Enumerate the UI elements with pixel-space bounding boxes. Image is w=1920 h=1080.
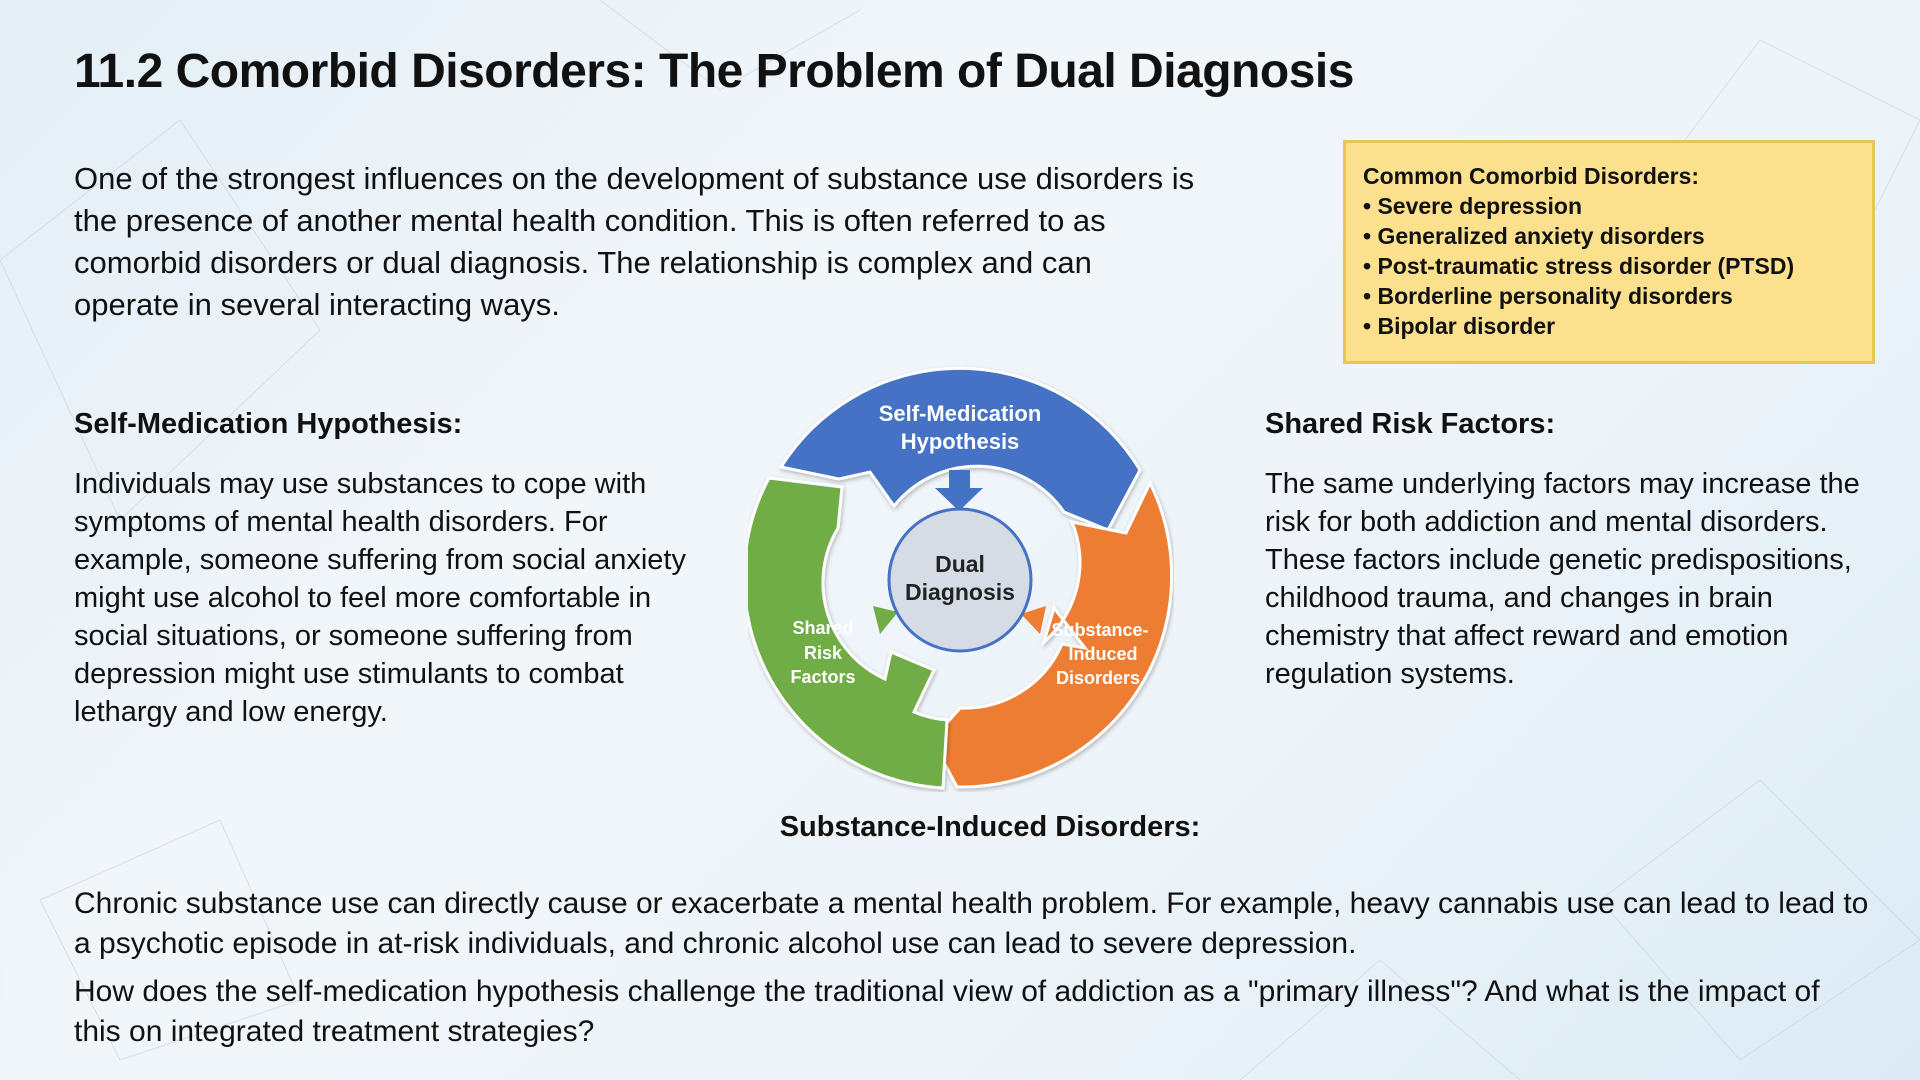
shared-risk-body: The same underlying factors may increase… [1265,468,1860,690]
cycle-segment-orange [930,479,1174,789]
callout-item: Bipolar disorder [1363,311,1854,341]
substance-induced-body: Chronic substance use can directly cause… [74,887,1869,960]
callout-title: Common Comorbid Disorders: [1363,163,1700,189]
cycle-segment-green [748,476,949,790]
discussion-question: How does the self-medication hypothesis … [74,975,1820,1048]
orange-segment-label: Disorders [1056,668,1140,688]
center-circle [887,507,1033,653]
slide-title: 11.2 Comorbid Disorders: The Problem of … [74,45,1354,98]
green-segment-label: Risk [804,643,843,663]
self-medication-body: Individuals may use substances to cope w… [74,468,686,728]
intro-paragraph: One of the strongest influences on the d… [74,161,1195,322]
cycle-segment-blue [778,366,1142,532]
callout-item: Severe depression [1363,191,1854,221]
callout-item: Borderline personality disorders [1363,281,1854,311]
blue-segment-label: Self-Medication [879,401,1042,426]
center-label: Diagnosis [905,579,1015,605]
green-segment-label: Factors [790,667,855,687]
center-label: Dual [935,551,985,577]
arrow-down-icon [935,470,983,511]
common-disorders-callout: Common Comorbid Disorders: Severe depres… [1343,140,1875,364]
orange-segment-label: Induced [1068,644,1137,664]
green-segment-label: Shared [792,618,853,638]
substance-induced-heading: Substance-Induced Disorders: [779,811,1201,843]
callout-item: Post-traumatic stress disorder (PTSD) [1363,251,1854,281]
blue-segment-label: Hypothesis [901,429,1020,454]
arrow-left-icon [1021,606,1046,634]
orange-segment-label: Substance- [1051,620,1148,640]
arrow-right-icon [873,606,898,634]
shared-risk-heading: Shared Risk Factors: [1265,408,1556,440]
dual-diagnosis-cycle-diagram: Dual Diagnosis Self-Medication Hypothesi… [748,366,1174,790]
callout-item: Generalized anxiety disorders [1363,221,1854,251]
callout-list: Severe depression Generalized anxiety di… [1363,191,1854,341]
self-medication-heading: Self-Medication Hypothesis: [74,408,463,440]
